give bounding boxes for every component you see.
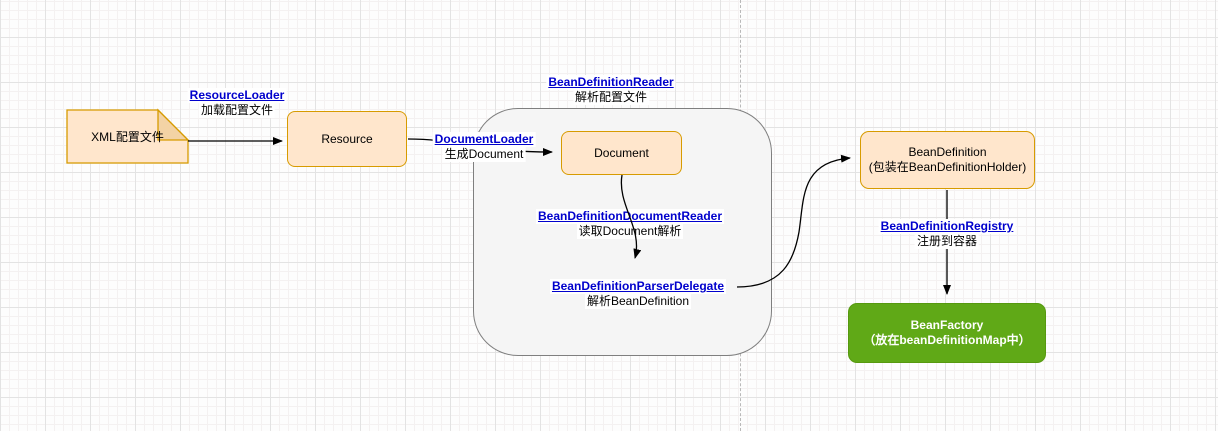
resource-loader-link[interactable]: ResourceLoader (187, 88, 287, 103)
bean-definition-reader-desc: 解析配置文件 (572, 90, 650, 105)
bean-definition-parser-delegate-link[interactable]: BeanDefinitionParserDelegate (549, 279, 727, 294)
bean-definition-parser-delegate-desc: 解析BeanDefinition (584, 294, 692, 309)
edge-label-bean-definition-parser-delegate: BeanDefinitionParserDelegate 解析BeanDefin… (549, 279, 727, 309)
bean-definition-registry-link[interactable]: BeanDefinitionRegistry (878, 219, 1016, 234)
bean-definition-document-reader-link[interactable]: BeanDefinitionDocumentReader (535, 209, 725, 224)
edge-label-document-loader: DocumentLoader 生成Document (432, 132, 536, 162)
bean-definition-label: BeanDefinition (908, 145, 987, 159)
bean-factory-label: BeanFactory (910, 318, 984, 332)
edge-label-bean-definition-document-reader: BeanDefinitionDocumentReader 读取Document解… (535, 209, 725, 239)
node-xml-config-file: XML配置文件 (67, 110, 188, 163)
edge-label-bean-definition-registry: BeanDefinitionRegistry 注册到容器 (878, 219, 1016, 249)
document-loader-desc: 生成Document (442, 147, 526, 162)
edge-label-resource-loader: ResourceLoader 加载配置文件 (187, 88, 287, 118)
edge-label-bean-definition-reader: BeanDefinitionReader 解析配置文件 (546, 75, 676, 105)
node-document: Document (561, 131, 682, 175)
bean-definition-reader-link[interactable]: BeanDefinitionReader (546, 75, 676, 90)
resource-label: Resource (321, 131, 373, 146)
document-loader-link[interactable]: DocumentLoader (432, 132, 536, 147)
bean-definition-holder-label: (包装在BeanDefinitionHolder) (868, 160, 1027, 174)
document-label: Document (594, 145, 649, 160)
bean-definition-registry-desc: 注册到容器 (914, 234, 979, 249)
bean-factory-map-label: （放在beanDefinitionMap中） (863, 333, 1031, 347)
resource-loader-desc: 加载配置文件 (198, 103, 276, 118)
xml-config-file-label: XML配置文件 (91, 130, 164, 144)
node-bean-definition: BeanDefinition (包装在BeanDefinitionHolder) (860, 131, 1035, 189)
node-bean-factory: BeanFactory （放在beanDefinitionMap中） (848, 303, 1046, 363)
node-resource: Resource (287, 111, 407, 167)
bean-definition-document-reader-desc: 读取Document解析 (576, 224, 684, 239)
